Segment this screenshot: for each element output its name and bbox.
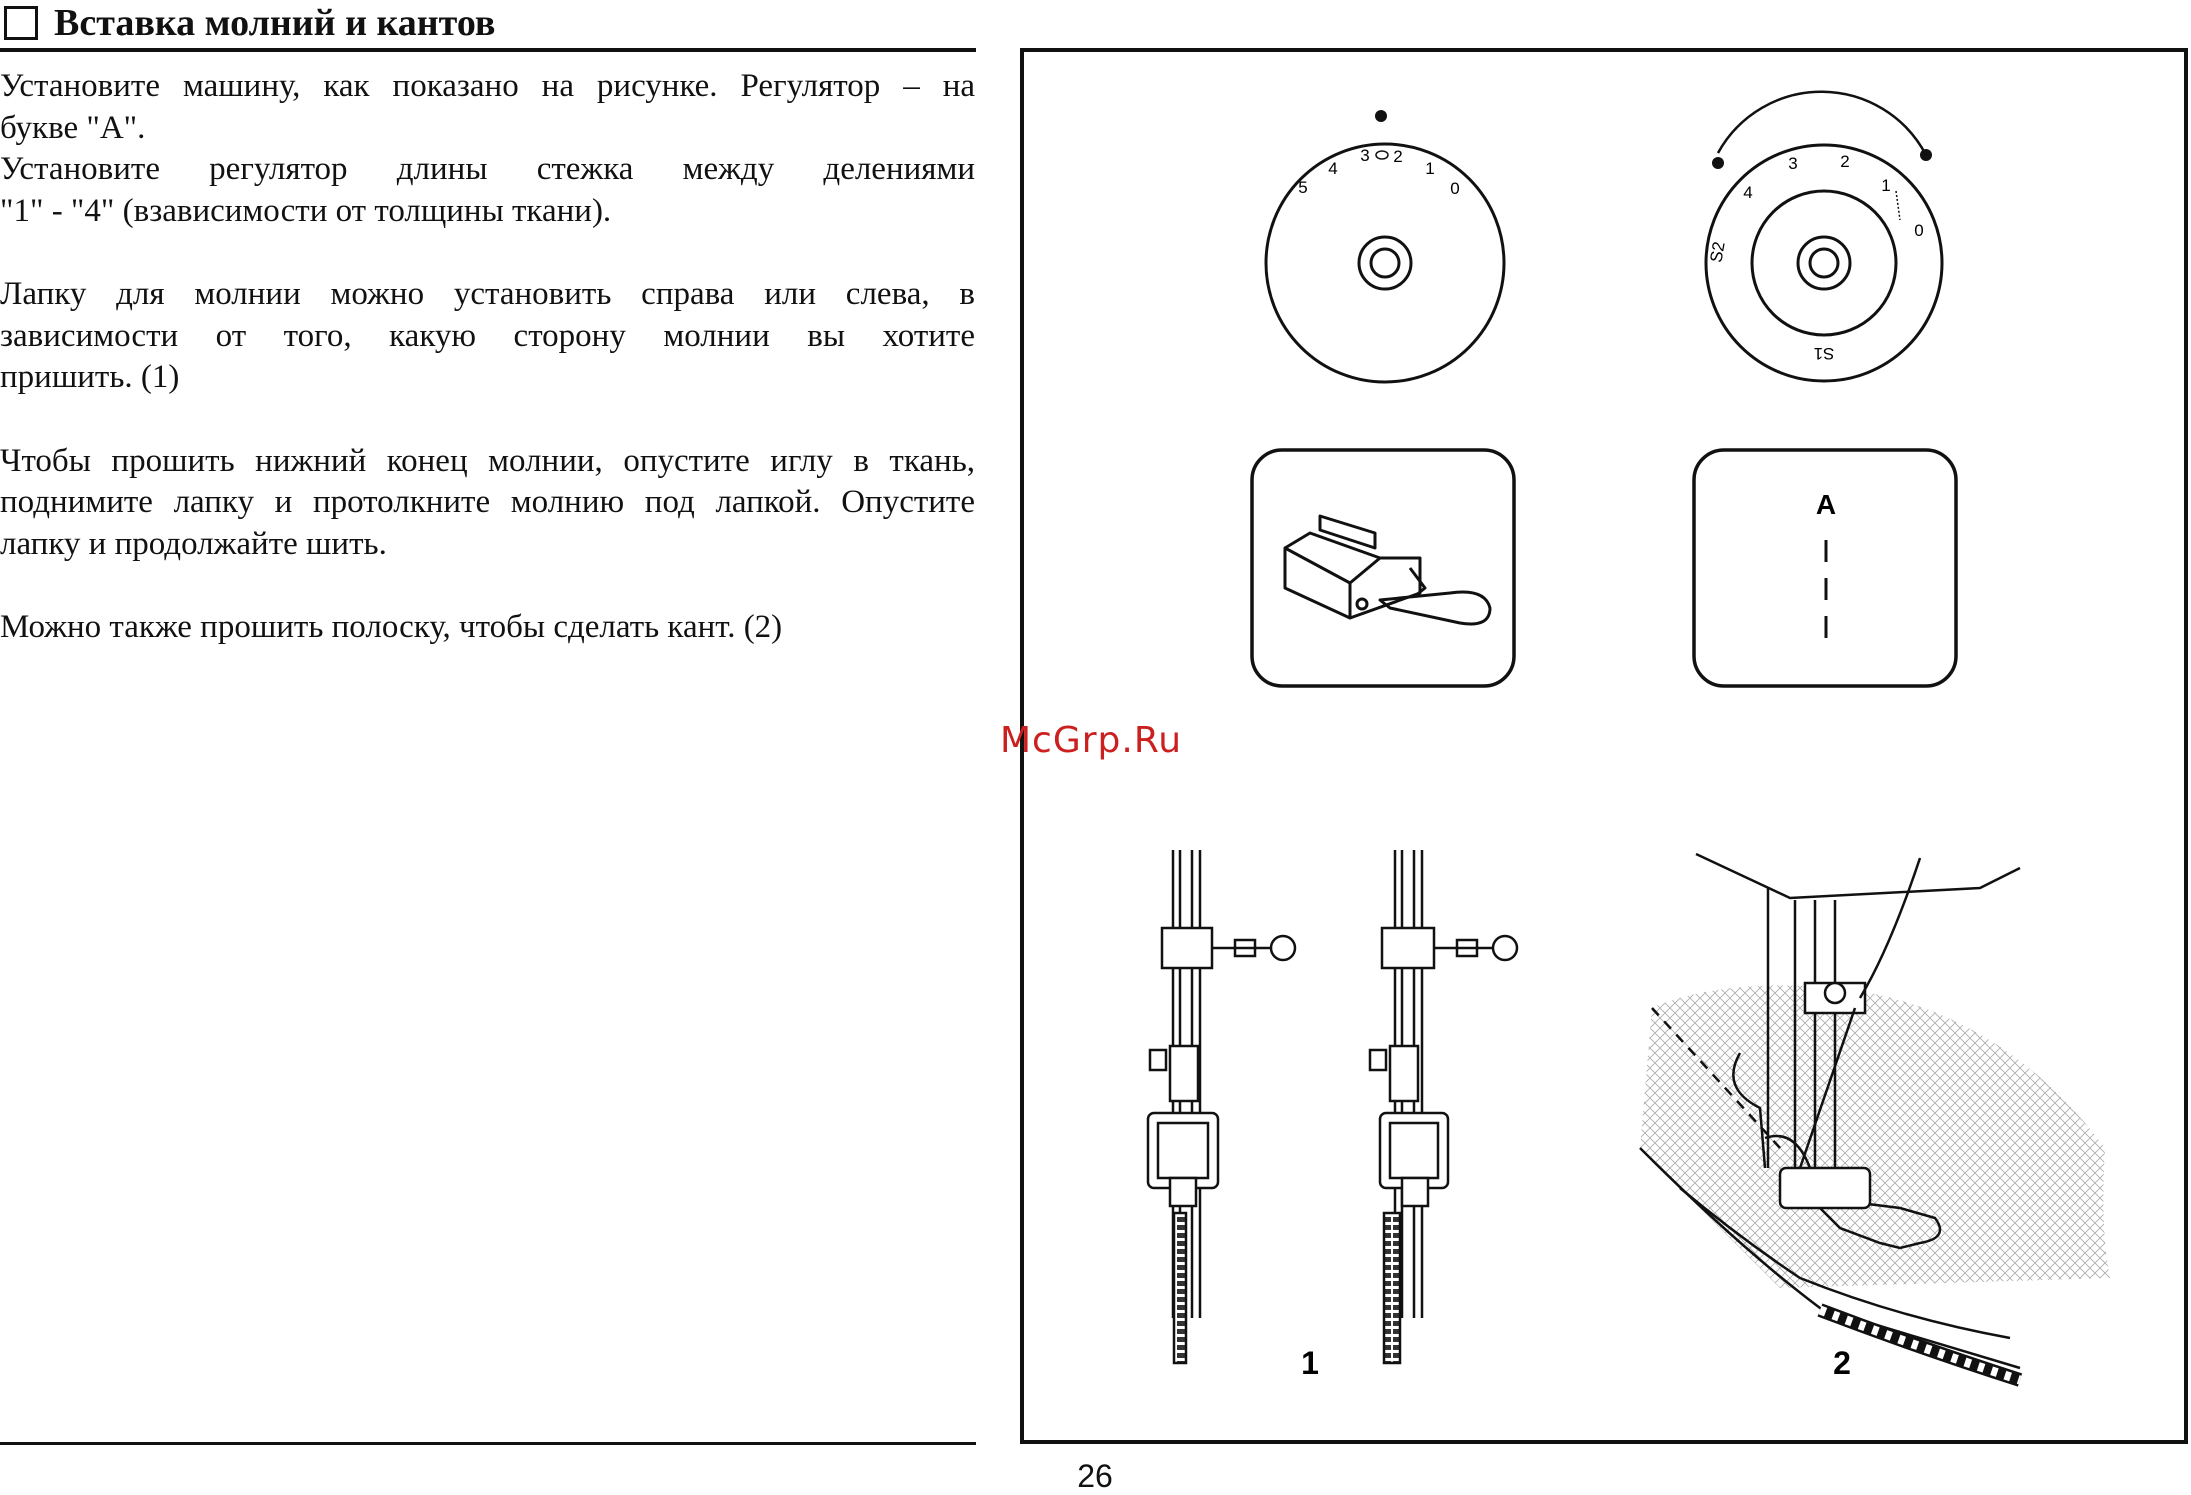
text-line: Лапку для молнии можно установить справа… xyxy=(0,276,975,312)
illustration-frame xyxy=(1020,48,2188,1444)
zipper-foot-figure xyxy=(1146,850,1519,1365)
illustration: 5 4 3 2 1 0 S2 4 3 2 1 0 S1 xyxy=(1146,90,2110,1387)
dial-number: 4 xyxy=(1328,159,1337,178)
dial-number: 0 xyxy=(1914,221,1923,240)
dial-number: 2 xyxy=(1840,152,1849,171)
dial-number: 2 xyxy=(1393,147,1402,166)
instructions-text: Установите машину, как показано на рисун… xyxy=(0,66,975,691)
zipper-foot-icon xyxy=(1283,514,1492,626)
text-line: Можно также прошить полоску, чтобы сдела… xyxy=(0,609,783,645)
paragraph-zipper-end: Чтобы прошить нижний конец молнии, опуст… xyxy=(0,441,975,566)
section-title: Вставка молний и кантов xyxy=(54,2,496,44)
watermark: McGrp.Ru xyxy=(1000,720,1183,761)
heading-divider xyxy=(0,48,976,52)
zipper-foot-left xyxy=(1146,850,1297,1365)
text-line: пришить. (1) xyxy=(0,359,180,395)
dial-number: 5 xyxy=(1298,178,1307,197)
dial-number: 4 xyxy=(1743,183,1752,202)
zipper-foot-panel xyxy=(1250,448,1516,688)
dial-number: 3 xyxy=(1360,146,1369,165)
text-line: Установите машину, как показано на рисун… xyxy=(0,68,975,104)
dial-number: 1 xyxy=(1881,176,1890,195)
text-line: Чтобы прошить нижний конец молнии, опуст… xyxy=(0,442,975,479)
cording-figure xyxy=(1639,852,2110,1387)
section-heading: Вставка молний и кантов xyxy=(0,0,495,46)
pattern-letter: A xyxy=(1816,489,1836,520)
dial-number: S2 xyxy=(1706,240,1728,264)
figure-1-label: 1 xyxy=(1301,1345,1319,1381)
page-number: 26 xyxy=(1077,1458,1113,1494)
selector-indicator-dot xyxy=(1375,110,1387,122)
text-line: лапку и продолжайте шить. xyxy=(0,525,387,562)
paragraph-cording: Можно также прошить полоску, чтобы сдела… xyxy=(0,607,975,649)
paragraph-setup: Установите машину, как показано на рисун… xyxy=(0,66,975,232)
zipper-foot-right xyxy=(1368,850,1519,1365)
dial-number: 1 xyxy=(1425,159,1434,178)
dial-number: 3 xyxy=(1788,154,1797,173)
paragraph-foot-side: Лапку для молнии можно установить справа… xyxy=(0,274,975,399)
text-line: "1" - "4" (взависимости от толщины ткани… xyxy=(0,192,612,229)
stitch-length-dial: S2 4 3 2 1 0 S1 xyxy=(1704,90,1944,383)
text-line: Установите регулятор длины стежка между … xyxy=(0,151,975,187)
bottom-divider xyxy=(0,1442,976,1445)
figure-2-label: 2 xyxy=(1833,1345,1851,1381)
text-line: букве "A". xyxy=(0,109,146,146)
text-line: поднимите лапку и протолкните молнию под… xyxy=(0,484,975,520)
pattern-panel: A xyxy=(1692,448,1958,688)
dial-number: 0 xyxy=(1450,179,1459,198)
stitch-selector-dial: 5 4 3 2 1 0 xyxy=(1264,110,1506,384)
text-line: зависимости от того, какую сторону молни… xyxy=(0,317,975,354)
dial-number: S1 xyxy=(1814,344,1835,363)
checkbox-icon xyxy=(4,6,38,40)
